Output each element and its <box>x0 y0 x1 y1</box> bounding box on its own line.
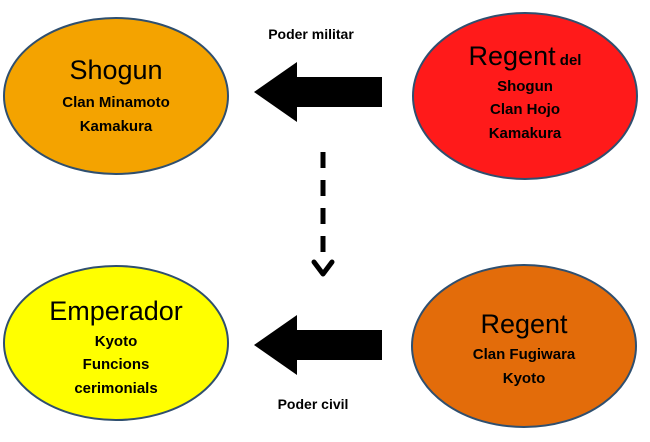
node-shogun-shape <box>3 17 229 175</box>
arrow-left-top <box>254 62 382 122</box>
node-regent-shogun-shape <box>412 12 638 180</box>
node-shogun-line-1: Clan Minamoto <box>62 94 170 111</box>
node-regent-shogun-title-suffix: del <box>556 52 582 69</box>
node-regent-fugiwara: Regent Clan Fugiwara Kyoto <box>411 264 637 428</box>
node-regent-shogun: Regent del Shogun Clan Hojo Kamakura <box>412 12 638 180</box>
node-regent-shogun-title-main: Regent <box>469 41 557 71</box>
node-emperador-line-1: Kyoto <box>95 333 138 350</box>
node-emperador-shape <box>3 265 229 421</box>
node-regent-shogun-title: Regent del <box>469 41 582 71</box>
node-regent-fugiwara-line-1: Clan Fugiwara <box>473 346 576 363</box>
node-shogun-title: Shogun <box>69 55 162 85</box>
node-regent-fugiwara-shape <box>411 264 637 428</box>
node-regent-shogun-line-3: Kamakura <box>489 125 562 142</box>
node-regent-fugiwara-line-2: Kyoto <box>503 370 546 387</box>
arrow-dashed-down <box>311 152 335 277</box>
node-regent-shogun-line-2: Clan Hojo <box>490 101 560 118</box>
label-poder-militar: Poder militar <box>268 26 354 42</box>
node-emperador-title: Emperador <box>49 296 183 326</box>
node-emperador-line-2: Funcions <box>83 356 150 373</box>
node-shogun-line-2: Kamakura <box>80 118 153 135</box>
node-emperador: Emperador Kyoto Funcions cerimonials <box>3 265 229 421</box>
node-regent-fugiwara-title: Regent <box>480 309 568 339</box>
node-emperador-line-3: cerimonials <box>74 380 157 397</box>
arrow-left-bottom <box>254 315 382 375</box>
arrow-dashed-down-head <box>311 259 335 277</box>
node-shogun: Shogun Clan Minamoto Kamakura <box>3 17 229 175</box>
node-regent-shogun-line-1: Shogun <box>497 78 553 95</box>
label-poder-civil: Poder civil <box>278 396 349 412</box>
